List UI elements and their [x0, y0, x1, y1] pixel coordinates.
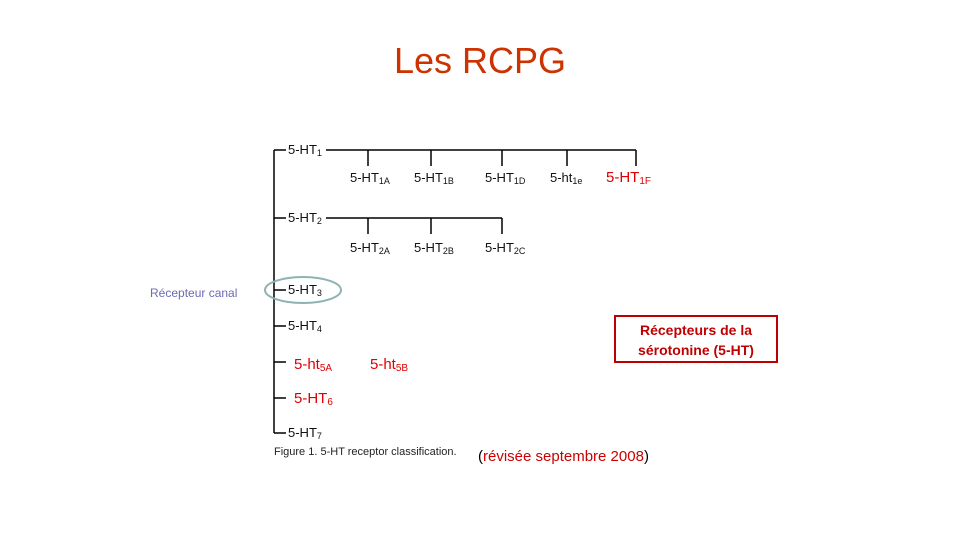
revision-text: révisée septembre 2008 [483, 448, 644, 465]
canal-receptor-label: Récepteur canal [150, 286, 238, 300]
label-5ht5a: 5-ht5A [294, 356, 333, 375]
label-5ht1: 5-HT1 [288, 142, 322, 159]
label-5ht3: 5-HT3 [288, 282, 322, 299]
label-5ht7: 5-HT7 [288, 425, 322, 442]
label-5ht1f: 5-HT1F [606, 169, 652, 188]
label-5ht1b: 5-HT1B [414, 170, 454, 187]
label-5ht2b: 5-HT2B [414, 240, 454, 257]
label-5ht1d: 5-HT1D [485, 170, 526, 187]
page-title: Les RCPG [393, 40, 567, 81]
label-5ht2: 5-HT2 [288, 210, 322, 227]
canal-ellipse [264, 276, 342, 304]
serotonin-receptors-box: Récepteurs de la sérotonine (5-HT) [614, 315, 778, 363]
label-5ht1a: 5-HT1A [350, 170, 390, 187]
revision-close-paren: ) [643, 448, 649, 465]
figure-caption: Figure 1. 5-HT receptor classification. [274, 446, 457, 458]
label-5ht1e: 5-ht1e [550, 170, 583, 187]
label-5ht4: 5-HT4 [288, 318, 322, 335]
label-5ht2a: 5-HT2A [350, 240, 390, 257]
revision-open-paren: ( [478, 448, 483, 465]
label-5ht6: 5-HT6 [294, 390, 333, 409]
box-line-1: Récepteurs de la [639, 322, 753, 338]
box-line-2: sérotonine (5-HT) [638, 342, 754, 358]
label-5ht2c: 5-HT2C [485, 240, 526, 257]
label-5ht5b: 5-ht5B [370, 356, 409, 375]
revision-note: (révisée septembre 2008) [478, 448, 649, 465]
